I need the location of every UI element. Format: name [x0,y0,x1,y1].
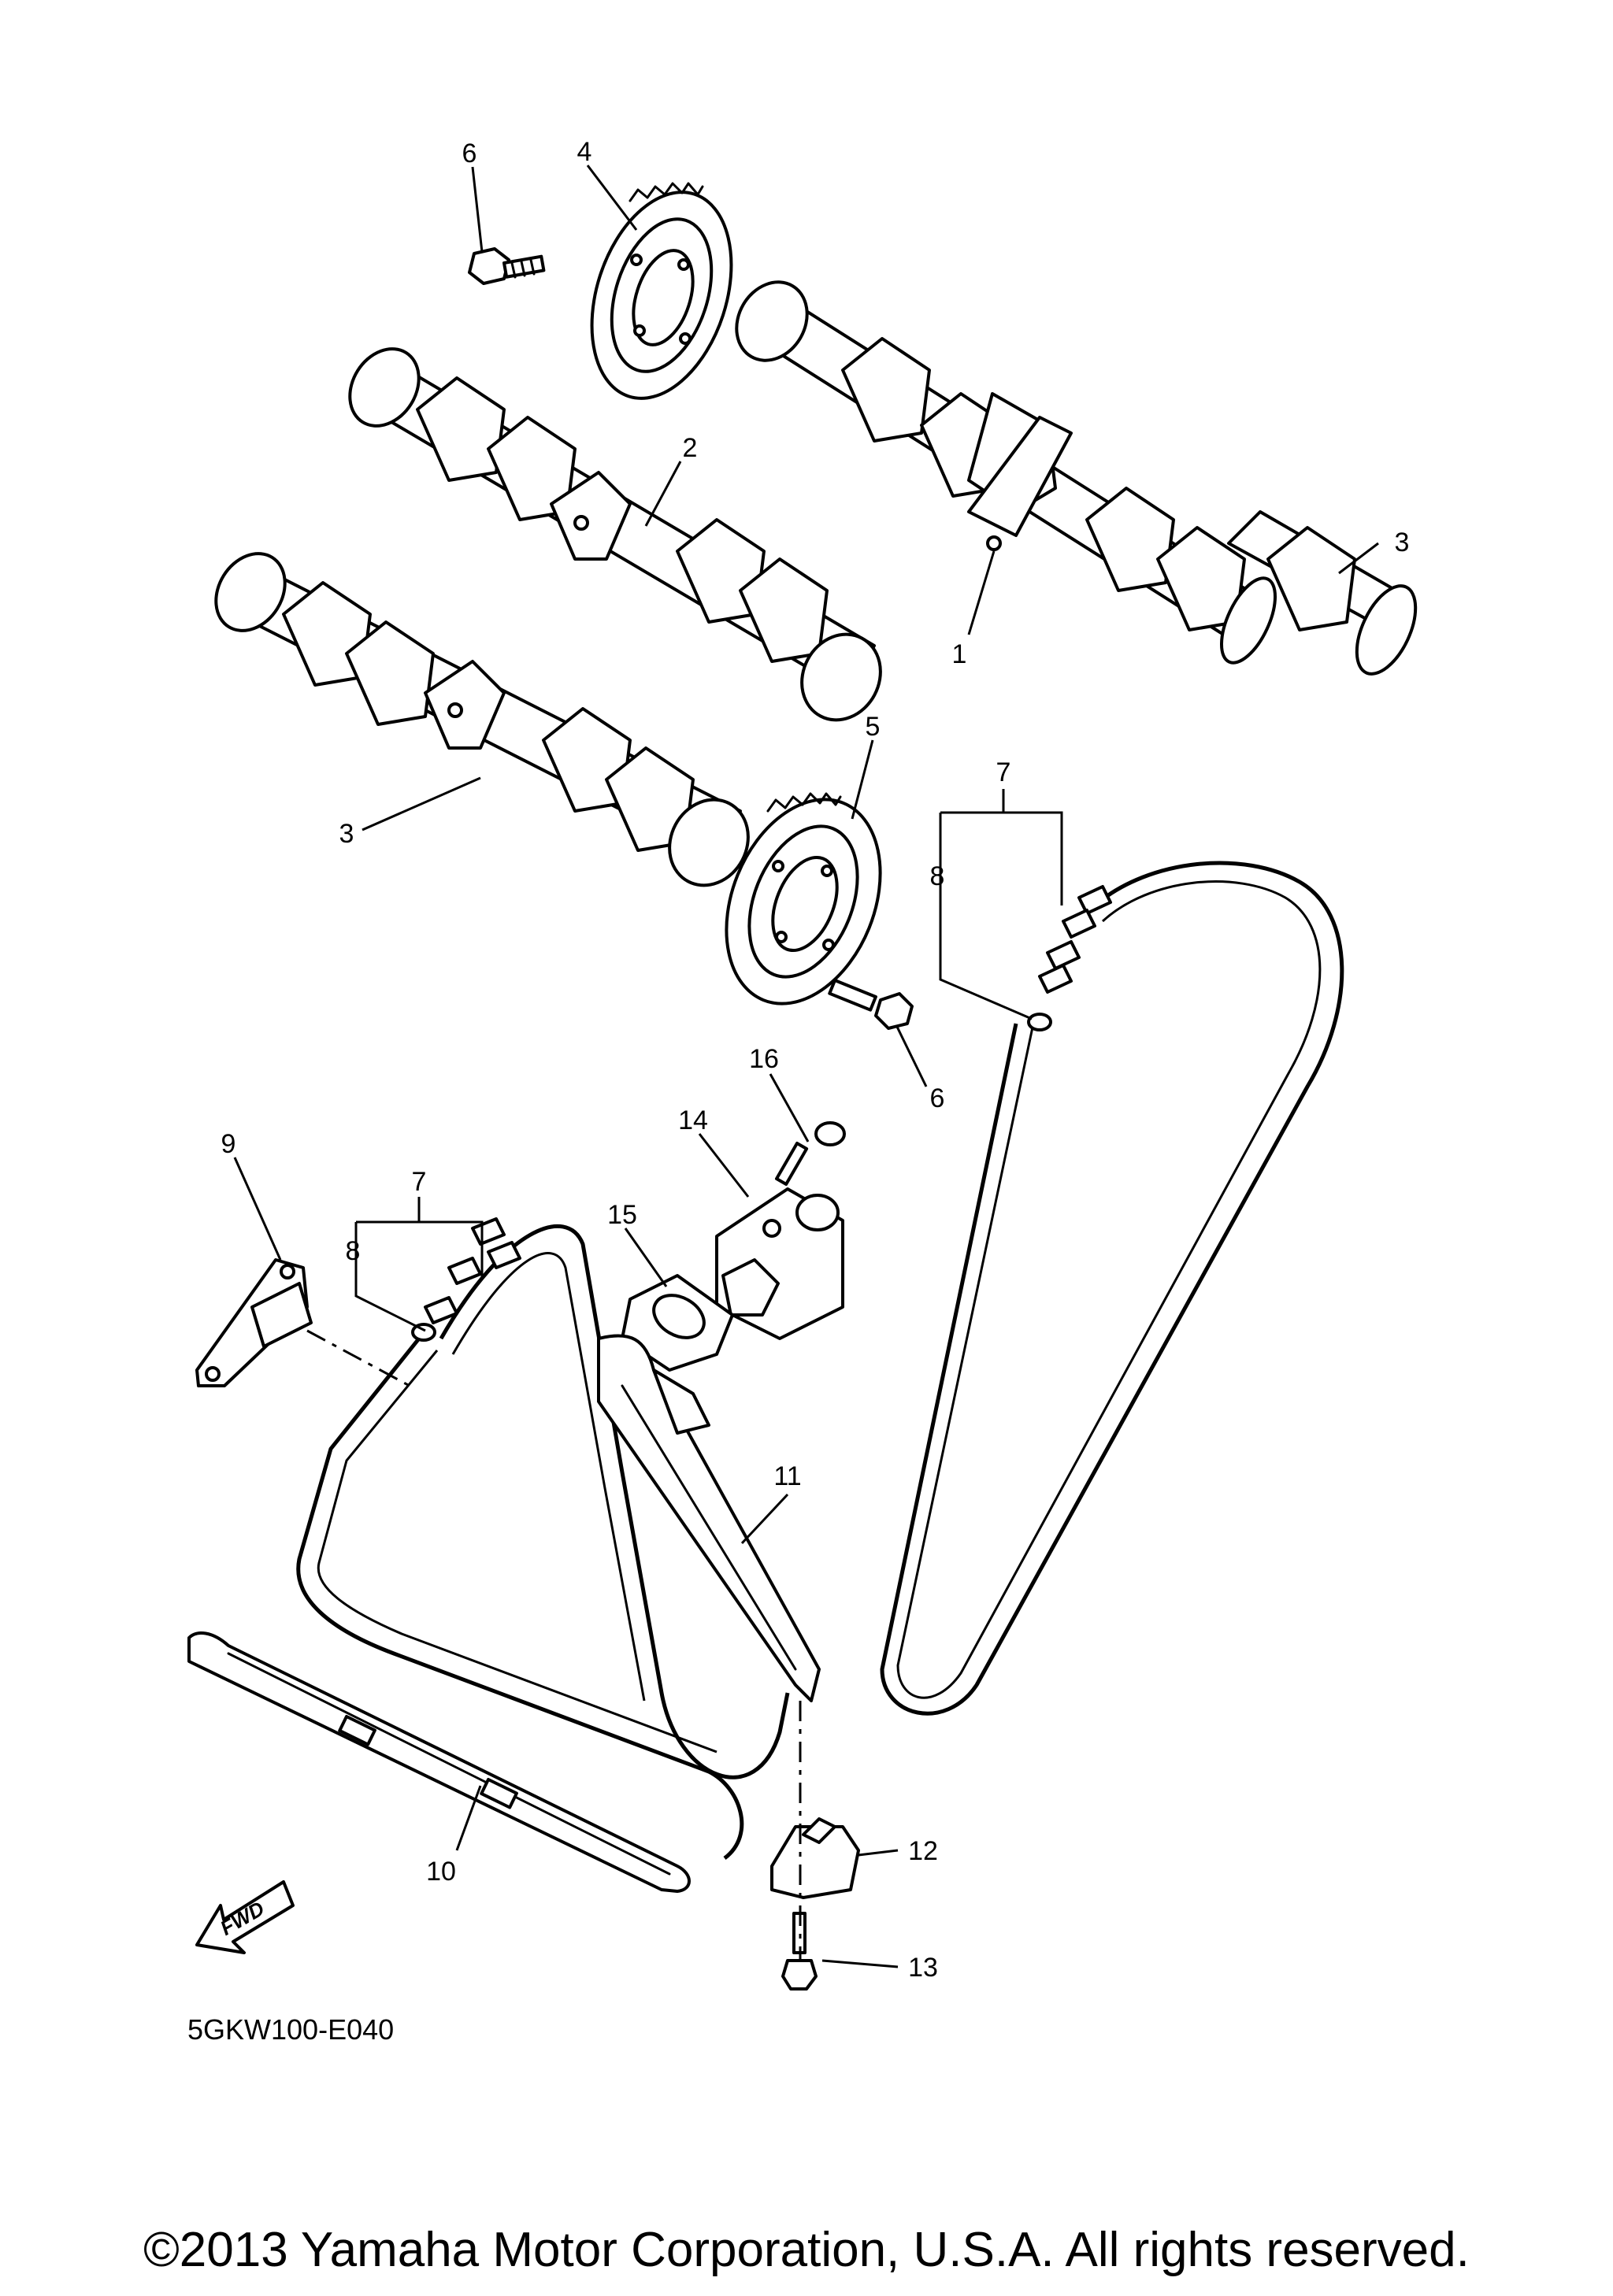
callout-3-right: 3 [1395,528,1410,557]
callout-11: 11 [773,1461,801,1491]
bolt-6-upper [468,247,546,285]
callout-7-right: 7 [996,757,1011,787]
callout-8-left: 8 [346,1236,361,1266]
camshaft-3-lower [214,552,750,887]
callout-6-lower: 6 [930,1083,945,1113]
copyright-text: ©2013 Yamaha Motor Corporation, U.S.A. A… [143,2223,1470,2277]
callout-4: 4 [577,137,592,167]
callout-9: 9 [221,1129,236,1159]
camshaft-upper-right [735,280,1418,676]
bolt-16 [775,1121,846,1187]
callout-12: 12 [908,1836,938,1866]
callout-14: 14 [678,1105,708,1135]
callout-6-upper: 6 [462,139,477,168]
bolt-6-lower [828,979,914,1030]
assembly-line-9 [306,1329,410,1387]
callout-15: 15 [607,1200,637,1230]
chain-guide-10 [187,1631,691,1893]
cam-chain-right [880,861,1344,1716]
stopper-9 [195,1258,313,1387]
callout-10: 10 [426,1857,456,1887]
callout-1: 1 [952,639,967,669]
callout-3-left: 3 [339,819,354,849]
chain-guide-11 [597,1334,821,1702]
stopper-12 [770,1817,860,1899]
sprocket-4 [590,182,733,400]
tensioner-14 [715,1187,844,1340]
camshaft-2 [348,347,882,722]
callout-8-right: 8 [930,861,945,891]
callout-13: 13 [908,1953,938,1983]
diagram-code: 5GKW100-E040 [187,2013,394,2046]
callout-16: 16 [749,1044,779,1074]
bolt-13 [781,1912,818,1990]
cam-chain-left [296,1217,790,1860]
sprocket-5 [725,792,882,1005]
callout-2: 2 [683,433,698,463]
fwd-arrow-icon: FWD [195,1880,295,1954]
callout-5: 5 [866,712,881,742]
callout-leaders [233,165,1379,1968]
callout-7-left: 7 [412,1167,427,1197]
